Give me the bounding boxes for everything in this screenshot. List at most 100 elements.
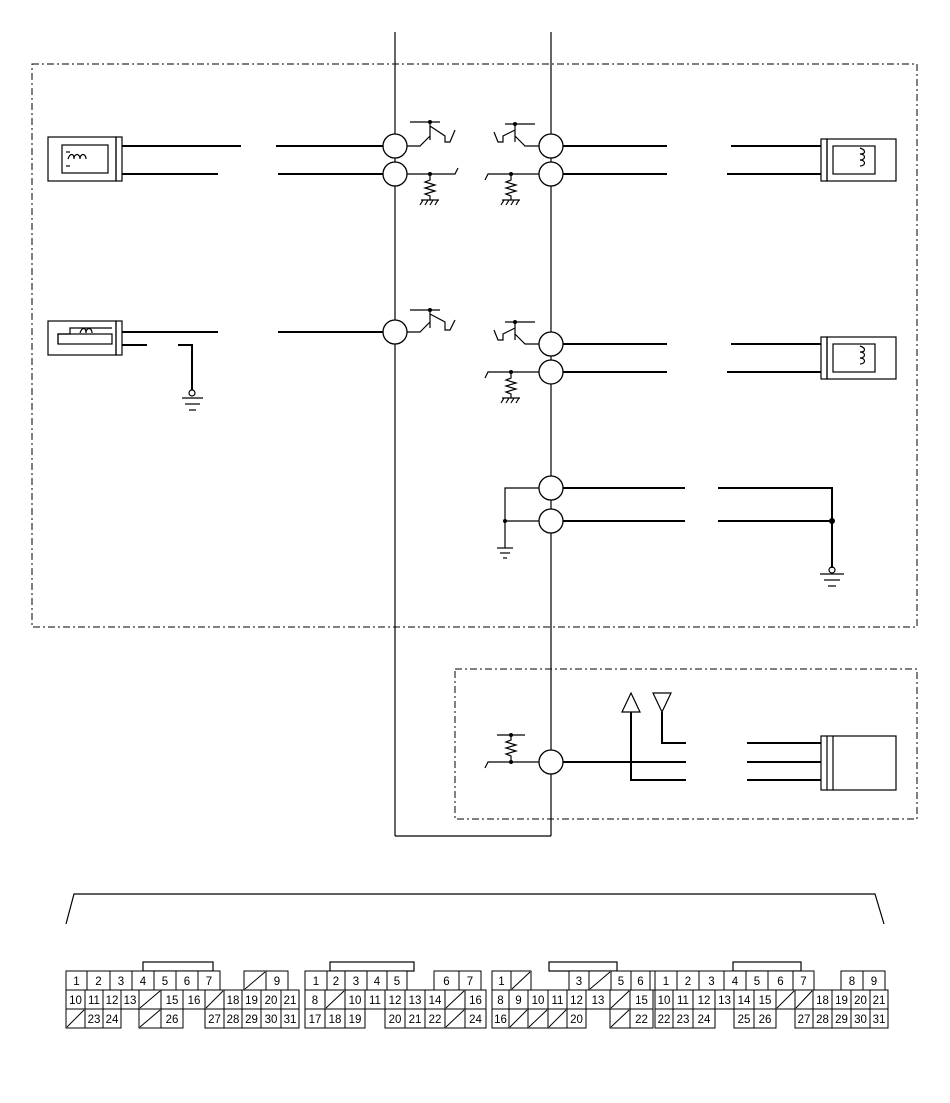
connector-pin: 12 [566, 989, 587, 1010]
connector-pin: 13 [120, 989, 140, 1010]
connector-pin-unused [138, 989, 162, 1010]
connector-pin: 17 [304, 1008, 326, 1029]
connector-pin-unused [775, 989, 796, 1010]
pin-number: 19 [245, 995, 258, 1007]
pin-number: 12 [389, 995, 402, 1007]
connector-pin: 18 [324, 1008, 346, 1029]
connector-pin: 1 [65, 970, 88, 991]
connector-pin: 31 [869, 1008, 889, 1029]
connector-pin: 20 [384, 1008, 406, 1029]
pin-number: 22 [658, 1014, 671, 1026]
connector-pin: 28 [812, 1008, 833, 1029]
pin-number: 27 [798, 1014, 811, 1026]
connector-pin: 22 [629, 1008, 654, 1029]
connector-pin: 27 [794, 1008, 814, 1029]
pin-number: 6 [777, 976, 783, 988]
pin-number: 1 [73, 976, 79, 988]
pin-number: 3 [576, 976, 582, 988]
pin-number: 7 [206, 976, 212, 988]
connector-pin: 20 [566, 1008, 587, 1029]
pin-number: 31 [284, 1014, 297, 1026]
connector-pin-unused [527, 1008, 549, 1029]
connector-pin: 16 [464, 989, 487, 1010]
control-unit-boundary [31, 63, 918, 628]
pin-number: 4 [140, 976, 147, 988]
connector-pin: 7 [792, 970, 815, 991]
pin-number: 20 [389, 1014, 402, 1026]
connector-pin: 16 [182, 989, 206, 1010]
connector-pin: 29 [241, 1008, 262, 1029]
pin-number: 5 [162, 976, 168, 988]
sensor-subunit [484, 691, 897, 791]
vertical-bus-lines [394, 32, 552, 837]
pin-number: 28 [227, 1014, 240, 1026]
pin-number: 22 [429, 1014, 442, 1026]
sensor-unit-boundary [454, 668, 918, 820]
connector-pin: 31 [280, 1008, 300, 1029]
connector-pin: 18 [223, 989, 243, 1010]
pin-number: 21 [409, 1014, 422, 1026]
connector-pin: 12 [384, 989, 406, 1010]
pin-number: 1 [313, 976, 319, 988]
connector-pin: 8 [304, 989, 326, 1010]
pin-number: 12 [698, 995, 711, 1007]
pin-number: 3 [118, 976, 124, 988]
connector-pin: 6 [433, 970, 460, 991]
connector-pin-unused [444, 1008, 466, 1029]
pin-number: 2 [333, 976, 339, 988]
connector-pin: 4 [131, 970, 155, 991]
right-bus-resistors [484, 172, 539, 404]
connector-pin: 11 [84, 989, 104, 1010]
connector-pin: 22 [424, 1008, 446, 1029]
pin-number: 16 [469, 995, 482, 1007]
pin-number: 16 [494, 1014, 507, 1026]
pin-number: 14 [429, 995, 442, 1007]
pin-number: 4 [374, 976, 381, 988]
connector-pin-unused [444, 989, 466, 1010]
connector-bracket [65, 893, 885, 925]
pin-number: 24 [106, 1014, 119, 1026]
connector-pin: 24 [102, 1008, 122, 1029]
connector-pin: 9 [862, 970, 886, 991]
pin-number: 6 [184, 976, 190, 988]
pin-number: 15 [759, 995, 772, 1007]
pin-number: 29 [245, 1014, 258, 1026]
connector-pin: 13 [404, 989, 426, 1010]
connector-pin: 10 [344, 989, 366, 1010]
pin-number: 20 [265, 995, 278, 1007]
pin-number: 14 [738, 995, 751, 1007]
pin-number: 9 [515, 995, 521, 1007]
connector-pin: 26 [160, 1008, 184, 1029]
pin-number: 3 [708, 976, 714, 988]
pin-number: 12 [570, 995, 583, 1007]
connector-pin: 20 [260, 989, 282, 1010]
connector-pin-unused [547, 1008, 568, 1029]
pin-number: 15 [635, 995, 648, 1007]
pin-number: 23 [88, 1014, 101, 1026]
pin-number: 24 [469, 1014, 482, 1026]
connector-pin: 9 [508, 989, 529, 1010]
left-coil-component-lower [47, 320, 383, 411]
connector-pin: 19 [344, 1008, 366, 1029]
connector-pin: 25 [733, 1008, 755, 1029]
pin-number: 21 [284, 995, 297, 1007]
connector-pin: 8 [491, 989, 510, 1010]
connector-pin: 7 [197, 970, 221, 991]
pin-number: 16 [188, 995, 201, 1007]
connector-pin: 1 [654, 970, 678, 991]
connector-pin: 11 [547, 989, 568, 1010]
pin-number: 19 [835, 995, 848, 1007]
pin-number: 10 [349, 995, 362, 1007]
connector-pin: 10 [527, 989, 549, 1010]
pin-number: 9 [274, 976, 280, 988]
pin-number: 26 [166, 1014, 179, 1026]
connector-pin: 24 [464, 1008, 487, 1029]
pin-number: 27 [208, 1014, 221, 1026]
connector-pin: 15 [629, 989, 654, 1010]
connector-pin: 3 [344, 970, 368, 991]
pin-number: 23 [677, 1014, 690, 1026]
pin-number: 5 [618, 976, 624, 988]
pin-number: 31 [873, 1014, 886, 1026]
